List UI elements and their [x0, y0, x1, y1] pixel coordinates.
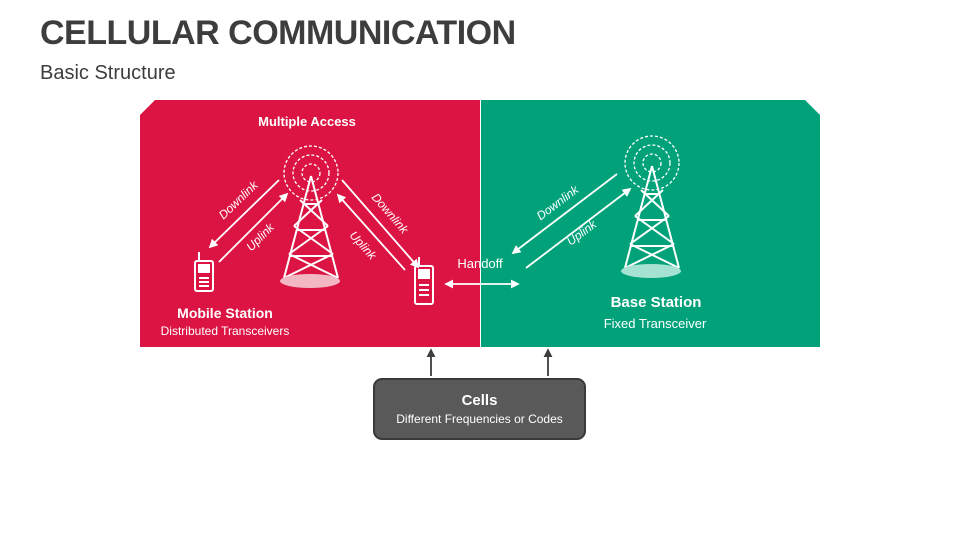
downlink-arrow — [341, 179, 420, 269]
uplink-arrow — [218, 192, 289, 263]
base-station-title: Base Station — [611, 294, 702, 311]
page-subtitle: Basic Structure — [40, 62, 176, 84]
walkie-talkie-icon — [194, 252, 214, 292]
mobile-station-panel — [140, 100, 480, 347]
page-title: CELLULAR COMMUNICATION — [40, 14, 516, 52]
cell-tower-icon — [621, 135, 681, 278]
base-station-subtitle: Fixed Transceiver — [604, 316, 707, 331]
cell-tower-icon — [280, 145, 340, 288]
multiple-access-heading: Multiple Access — [258, 114, 356, 129]
mobile-station-subtitle: Distributed Transceivers — [161, 324, 290, 338]
cells-title: Cells — [461, 392, 498, 409]
downlink-arrow — [208, 179, 280, 249]
base-station-panel — [481, 100, 820, 347]
handoff-label: Handoff — [457, 256, 503, 271]
mobile-station-title: Mobile Station — [177, 305, 273, 321]
downlink-arrow — [511, 173, 618, 255]
cells-box: Cells Different Frequencies or Codes — [373, 378, 586, 440]
radio-waves-icon — [624, 135, 680, 191]
cells-subtitle: Different Frequencies or Codes — [396, 412, 563, 426]
uplink-arrow — [336, 193, 406, 271]
uplink-arrow — [525, 187, 632, 269]
radio-waves-icon — [283, 145, 339, 201]
